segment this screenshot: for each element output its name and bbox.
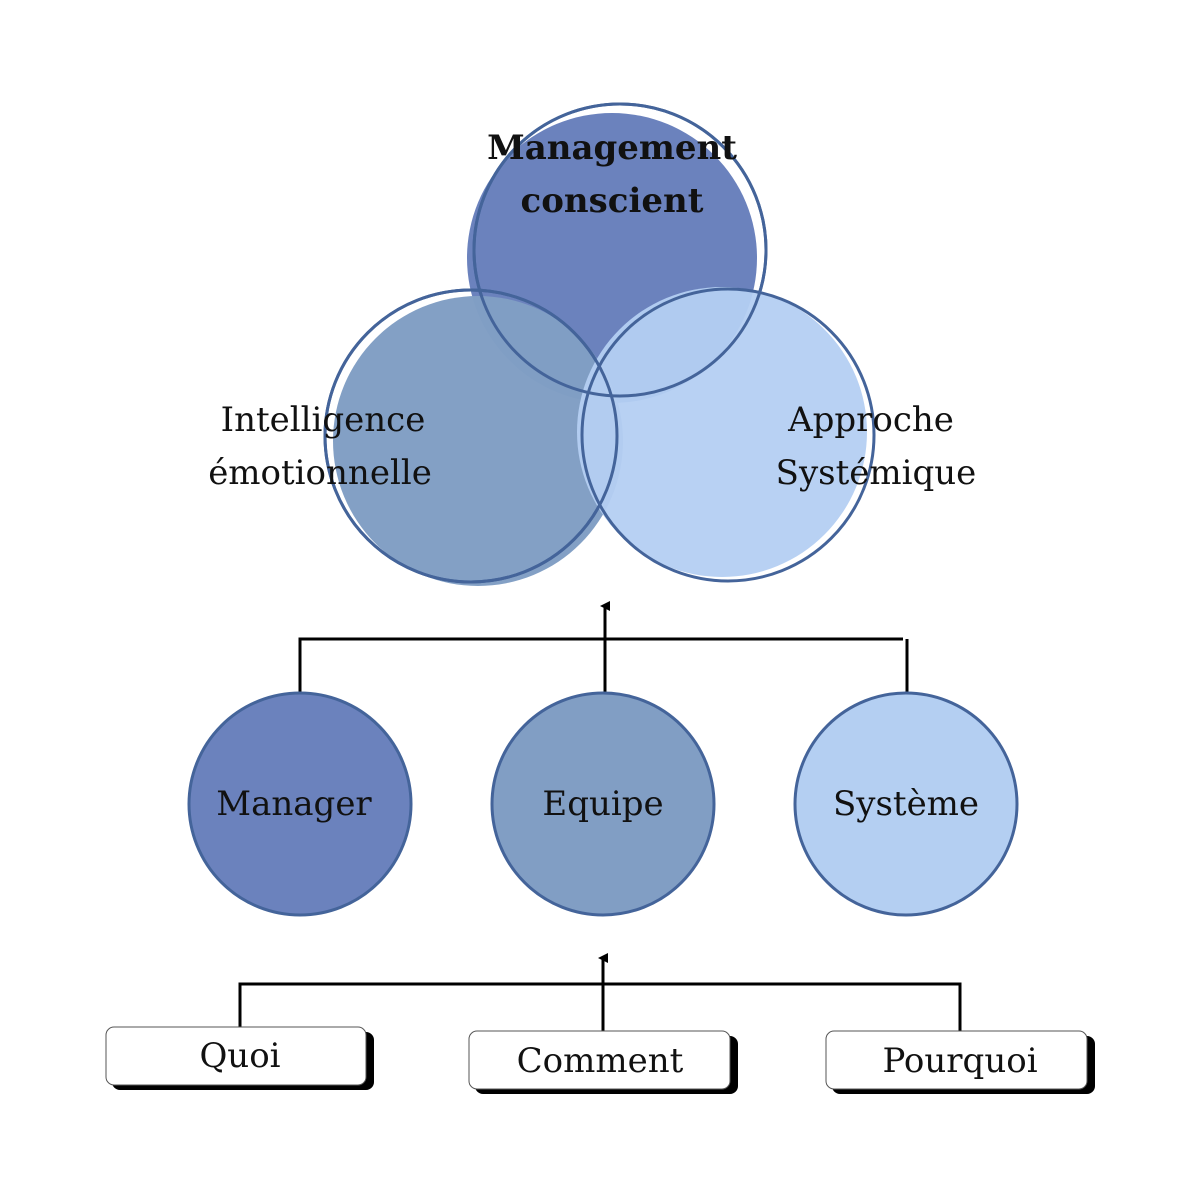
label-approche-line2: Systémique <box>776 453 977 493</box>
box-comment <box>468 1030 731 1090</box>
connector-bracket-bottom <box>238 982 962 1031</box>
label-approche-line1: Approche <box>787 400 954 440</box>
venn-circle-right-outline <box>580 287 876 583</box>
label-comment: Comment <box>517 1041 684 1081</box>
connector-bracket-middle <box>298 637 903 692</box>
label-management-line2: conscient <box>521 181 704 221</box>
label-equipe: Equipe <box>542 784 663 824</box>
venn-circle-left-outline-front <box>323 288 619 584</box>
label-quoi: Quoi <box>199 1036 280 1076</box>
label-pourquoi: Pourquoi <box>882 1041 1037 1081</box>
label-management-line1: Management <box>487 128 737 168</box>
venn-circle-top-outline-front <box>472 102 768 398</box>
label-intelligence-line1: Intelligence <box>221 400 426 440</box>
label-manager: Manager <box>216 784 372 824</box>
box-quoi <box>105 1026 367 1086</box>
connector-bottom-to-middle <box>238 953 962 1031</box>
box-pourquoi <box>825 1030 1088 1090</box>
bottom-row: Quoi Comment Pourquoi <box>105 1026 1095 1094</box>
venn-circle-left-fill <box>333 296 623 586</box>
venn-diagram: Management conscient Intelligence émotio… <box>208 102 977 586</box>
middle-row: Manager Equipe Système <box>187 691 1019 917</box>
circle-systeme <box>793 691 1019 917</box>
label-intelligence-line2: émotionnelle <box>208 453 432 493</box>
circle-equipe <box>490 691 716 917</box>
venn-circle-right-fill <box>577 287 867 577</box>
label-systeme: Système <box>833 784 979 824</box>
circle-manager <box>187 691 413 917</box>
connector-middle-to-venn <box>298 601 909 692</box>
